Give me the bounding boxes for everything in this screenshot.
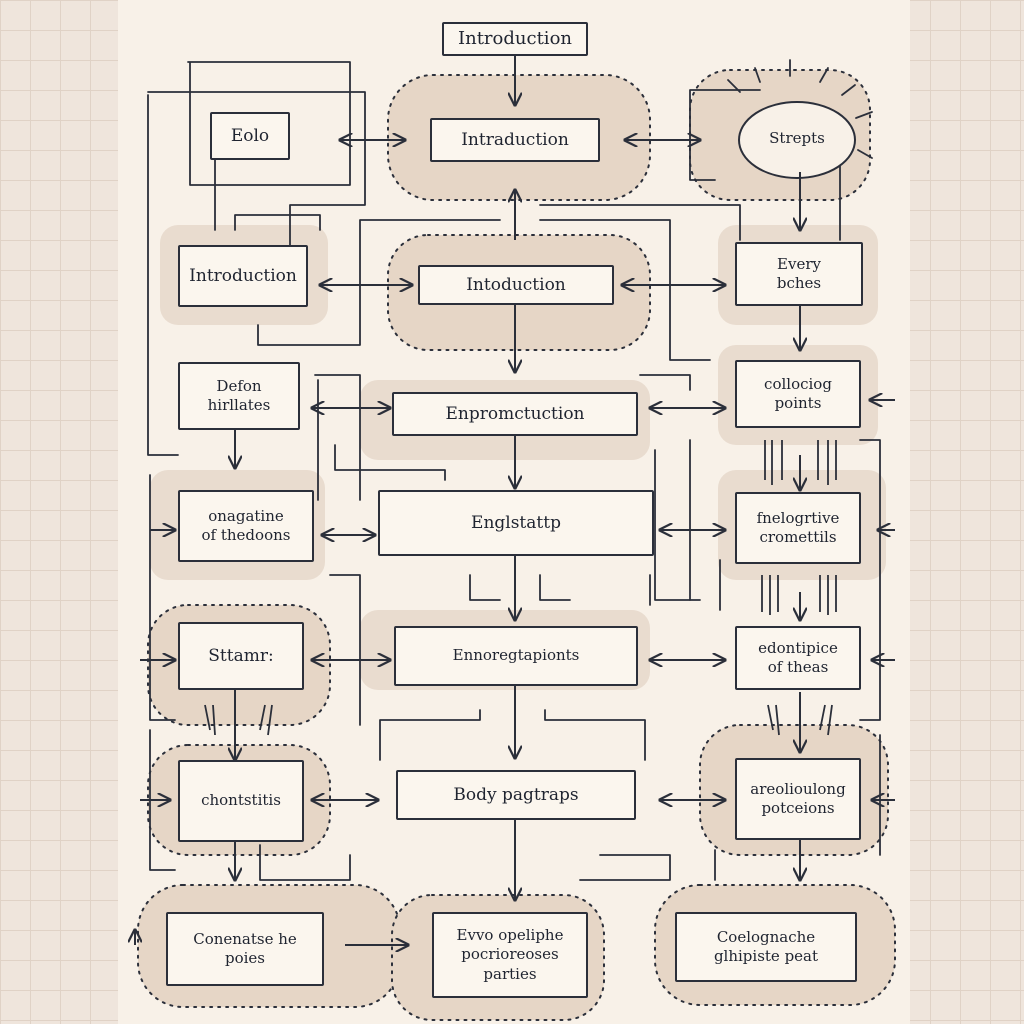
node-sttamr: Sttamr:: [178, 622, 304, 690]
node-onagatine: onagatine of thedoons: [178, 490, 314, 562]
node-fnelogrtive: fnelogrtive cromettils: [735, 492, 861, 564]
node-strepts: Strepts: [769, 129, 825, 148]
node-body-pagtraps: Body pagtraps: [396, 770, 636, 820]
node-coelognache: Coelognache glhipiste peat: [675, 912, 857, 982]
node-conenatse: Conenatse he poies: [166, 912, 324, 986]
node-areolioulong: areolioulong potceions: [735, 758, 861, 840]
node-intraduction: Intraduction: [430, 118, 600, 162]
node-evvo: Evvo opeliphe pocrioreoses parties: [432, 912, 588, 998]
node-englstattp: Englstattp: [378, 490, 654, 556]
node-defon: Defon hirllates: [178, 362, 300, 430]
node-intoduction-center: Intoduction: [418, 265, 614, 305]
node-collociog: collociog points: [735, 360, 861, 428]
top-label: Introduction: [442, 22, 588, 56]
node-enpromctuction: Enpromctuction: [392, 392, 638, 436]
node-introduction-left: Introduction: [178, 245, 308, 307]
node-every-bches: Every bches: [735, 242, 863, 306]
node-ennoregtapionts: Ennoregtapionts: [394, 626, 638, 686]
node-chontstitis: chontstitis: [178, 760, 304, 842]
node-eolo: Eolo: [210, 112, 290, 160]
node-edontipice: edontipice of theas: [735, 626, 861, 690]
